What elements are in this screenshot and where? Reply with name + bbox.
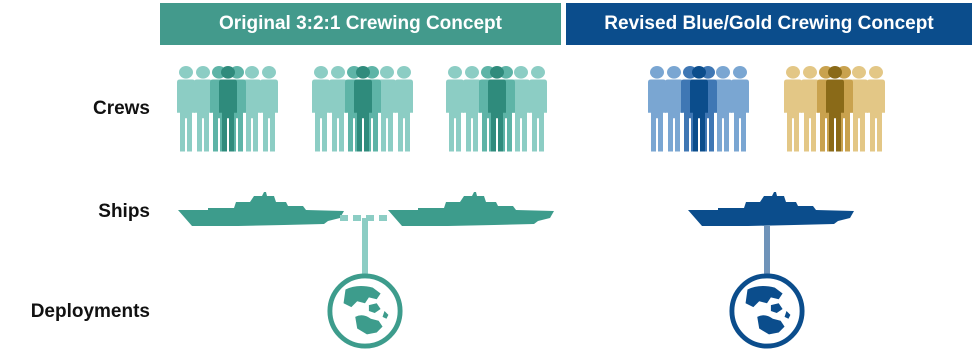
globe-icon-original [330, 276, 400, 346]
original-concept-title: Original 3:2:1 Crewing Concept [219, 13, 502, 34]
crew-group-blue [648, 66, 749, 152]
deployments-row-label: Deployments [30, 301, 150, 322]
revised-concept-header: Revised Blue/Gold Crewing Concept [566, 3, 972, 45]
ship-original-2 [388, 192, 554, 226]
crew-group-original-1 [177, 66, 278, 152]
ships-row-label: Ships [98, 201, 150, 222]
crews-row-label: Crews [92, 98, 150, 119]
original-concept-header: Original 3:2:1 Crewing Concept [160, 3, 561, 45]
crew-group-original-3 [446, 66, 547, 152]
revised-concept-title: Revised Blue/Gold Crewing Concept [604, 13, 934, 34]
crew-group-gold [784, 66, 885, 152]
ship-revised [688, 192, 854, 226]
crew-group-original-2 [312, 66, 413, 152]
ship-original-1 [178, 192, 344, 226]
globe-icon-revised [732, 276, 802, 346]
